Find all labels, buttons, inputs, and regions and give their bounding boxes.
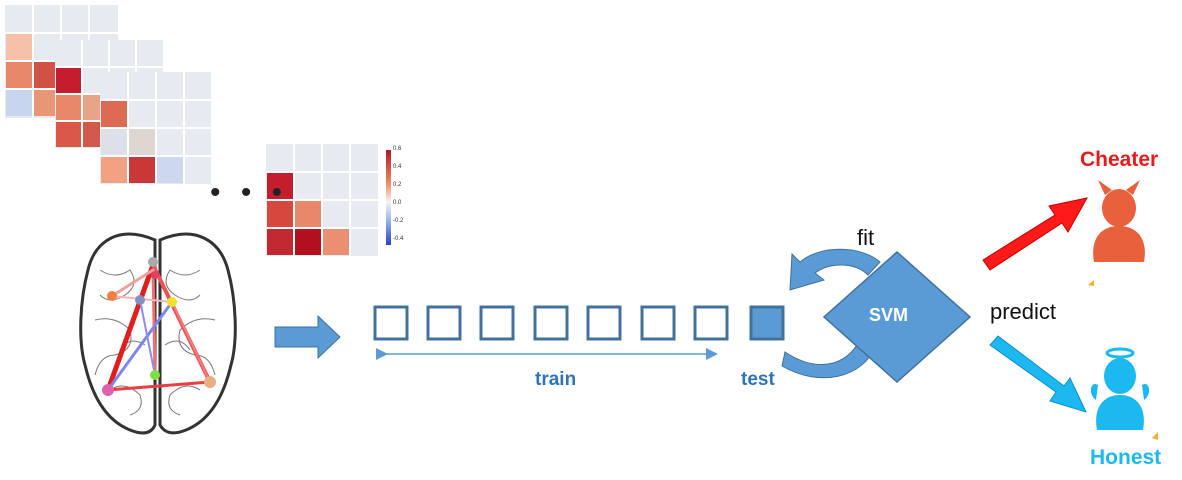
honest-label: Honest <box>1090 446 1162 469</box>
colorbar-tick: 0.4 <box>393 164 402 170</box>
test-label: test <box>741 369 775 390</box>
train-sample-box <box>533 305 569 341</box>
colorbar-tick: 0.2 <box>393 182 402 188</box>
train-sample-box <box>640 305 676 341</box>
fit-label: fit <box>857 225 875 250</box>
train-sample-box <box>426 305 462 341</box>
colorbar-tick: -0.4 <box>393 236 404 242</box>
svm-label: SVM <box>869 305 909 325</box>
colorbar-tick: 0.0 <box>393 200 402 206</box>
sample-boxes <box>373 305 785 341</box>
colorbar-tick: 0.6 <box>393 146 402 152</box>
flow-arrow-icon <box>274 314 341 360</box>
train-sample-box <box>586 305 622 341</box>
ellipsis: • • • <box>210 176 289 209</box>
fit-curved-arrow-icon <box>789 248 881 291</box>
svm-diamond <box>822 250 972 384</box>
brain-network-image <box>79 232 237 435</box>
cheater-arrow-icon <box>982 197 1088 271</box>
devil-person-icon <box>1088 180 1145 286</box>
correlation-matrix-with-colorbar <box>266 144 391 256</box>
train-label: train <box>535 369 577 390</box>
honest-arrow-icon <box>989 335 1087 413</box>
angel-person-icon <box>1090 347 1158 440</box>
cheater-label: Cheater <box>1080 148 1159 171</box>
train-sample-box <box>693 305 729 341</box>
matrix-front <box>100 72 211 184</box>
predict-label: predict <box>990 299 1057 324</box>
colorbar <box>386 150 391 245</box>
train-sample-box <box>479 305 515 341</box>
correlation-matrix-stack <box>5 5 211 184</box>
train-sample-box <box>373 305 409 341</box>
test-sample-box <box>749 305 785 341</box>
colorbar-tick: -0.2 <box>393 218 404 224</box>
